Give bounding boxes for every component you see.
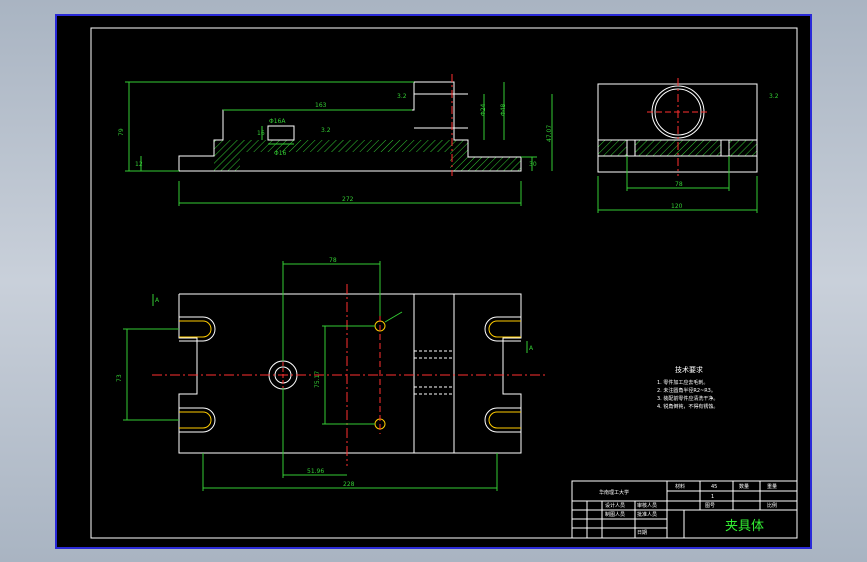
side-slot-right: [720, 139, 730, 157]
dim-pin-dia: Φ16: [274, 150, 287, 157]
tb-checker: 审核人员: [637, 502, 657, 509]
dim-mid-height: 16: [257, 130, 265, 137]
tb-qty-value: 1: [711, 494, 714, 500]
tb-scale-label: 比例: [767, 502, 777, 509]
dim-top-length: 163: [315, 102, 327, 109]
tb-drafter: 制图人员: [605, 511, 625, 518]
dim-total-length: 272: [342, 196, 354, 203]
front-pin-hole: [267, 125, 295, 141]
dim-bore-a: Φ24: [480, 103, 487, 116]
tech-note-1: 1. 零件加工应去毛刺。: [657, 379, 708, 386]
tb-designer: 设计人员: [605, 502, 625, 509]
cad-drawing: 163 79 12 272 Φ16 Φ16A 16 Φ24 Φ48 47.07 …: [90, 27, 798, 539]
tb-drawing-no: 图号: [705, 503, 715, 509]
tb-approver: 批准人员: [637, 511, 657, 518]
roughness-mark-2: 3.2: [397, 93, 407, 100]
tech-note-3: 3. 装配前零件应清洗干净。: [657, 395, 718, 402]
dim-bore-b: Φ48: [500, 103, 507, 116]
section-hatch-right: [450, 140, 468, 171]
plan-view: 78 73 75.17 51.96 228 A A: [116, 257, 547, 491]
section-hatch-left: [214, 140, 240, 171]
front-section-view: 163 79 12 272 Φ16 Φ16A 16 Φ24 Φ48 47.07 …: [118, 74, 553, 206]
slot-bottom-right: [484, 407, 521, 433]
tech-notes-title: 技术要求: [675, 365, 703, 374]
plan-outline: [178, 293, 522, 454]
slot-top-right: [484, 316, 521, 342]
tb-school: 华南理工大学: [599, 489, 629, 496]
section-hatch-base-right: [468, 157, 521, 171]
tech-notes: 技术要求 1. 零件加工应去毛刺。 2. 未注圆角半径R2~R3。 3. 装配前…: [657, 365, 718, 410]
dim-side-inner: 78: [675, 181, 683, 188]
section-hatch-mid: [240, 140, 450, 152]
roughness-side: 3.2: [769, 93, 779, 100]
tb-material-label: 材料: [675, 483, 685, 490]
dim-side-width: 120: [671, 203, 683, 210]
slot-bottom-left: [179, 407, 216, 433]
tb-weight-label: 重量: [767, 483, 777, 490]
plan-center-block: [413, 293, 455, 454]
dim-plan-top: 78: [329, 257, 337, 264]
dim-plan-left: 73: [116, 374, 123, 382]
tb-material-value: 45: [711, 484, 717, 490]
dim-right-base: 30: [529, 161, 537, 168]
dim-plan-pin-offset: 51.96: [307, 468, 324, 475]
drawing-frame: [90, 27, 798, 539]
tb-qty-label: 数量: [739, 483, 749, 490]
tech-note-2: 2. 未注圆角半径R2~R3。: [657, 387, 716, 394]
dim-plan-mid: 75.17: [314, 371, 321, 388]
dim-pin-tol: Φ16A: [269, 118, 286, 125]
dim-right-height: 47.07: [546, 125, 553, 142]
slot-top-left: [179, 316, 216, 342]
tb-date: 日期: [637, 530, 647, 536]
dim-plan-total: 228: [343, 481, 355, 488]
roughness-mark-1: 3.2: [321, 127, 331, 134]
dim-left-height: 79: [118, 128, 125, 136]
dim-step-height: 12: [135, 161, 143, 168]
section-mark-right: A: [529, 345, 534, 352]
tech-note-4: 4. 锐角倒钝，不得有锈蚀。: [657, 403, 718, 410]
cad-viewport[interactable]: 163 79 12 272 Φ16 Φ16A 16 Φ24 Φ48 47.07 …: [55, 14, 812, 549]
title-block: 华南理工大学 材料 45 数量 重量 1 图号 比例 设计人员 审核人员 制图人…: [571, 480, 798, 539]
section-mark-left: A: [155, 297, 160, 304]
side-view: 78 120 3.2: [597, 78, 779, 213]
side-slot-left: [626, 139, 636, 157]
tb-part-name: 夹具体: [725, 519, 764, 534]
